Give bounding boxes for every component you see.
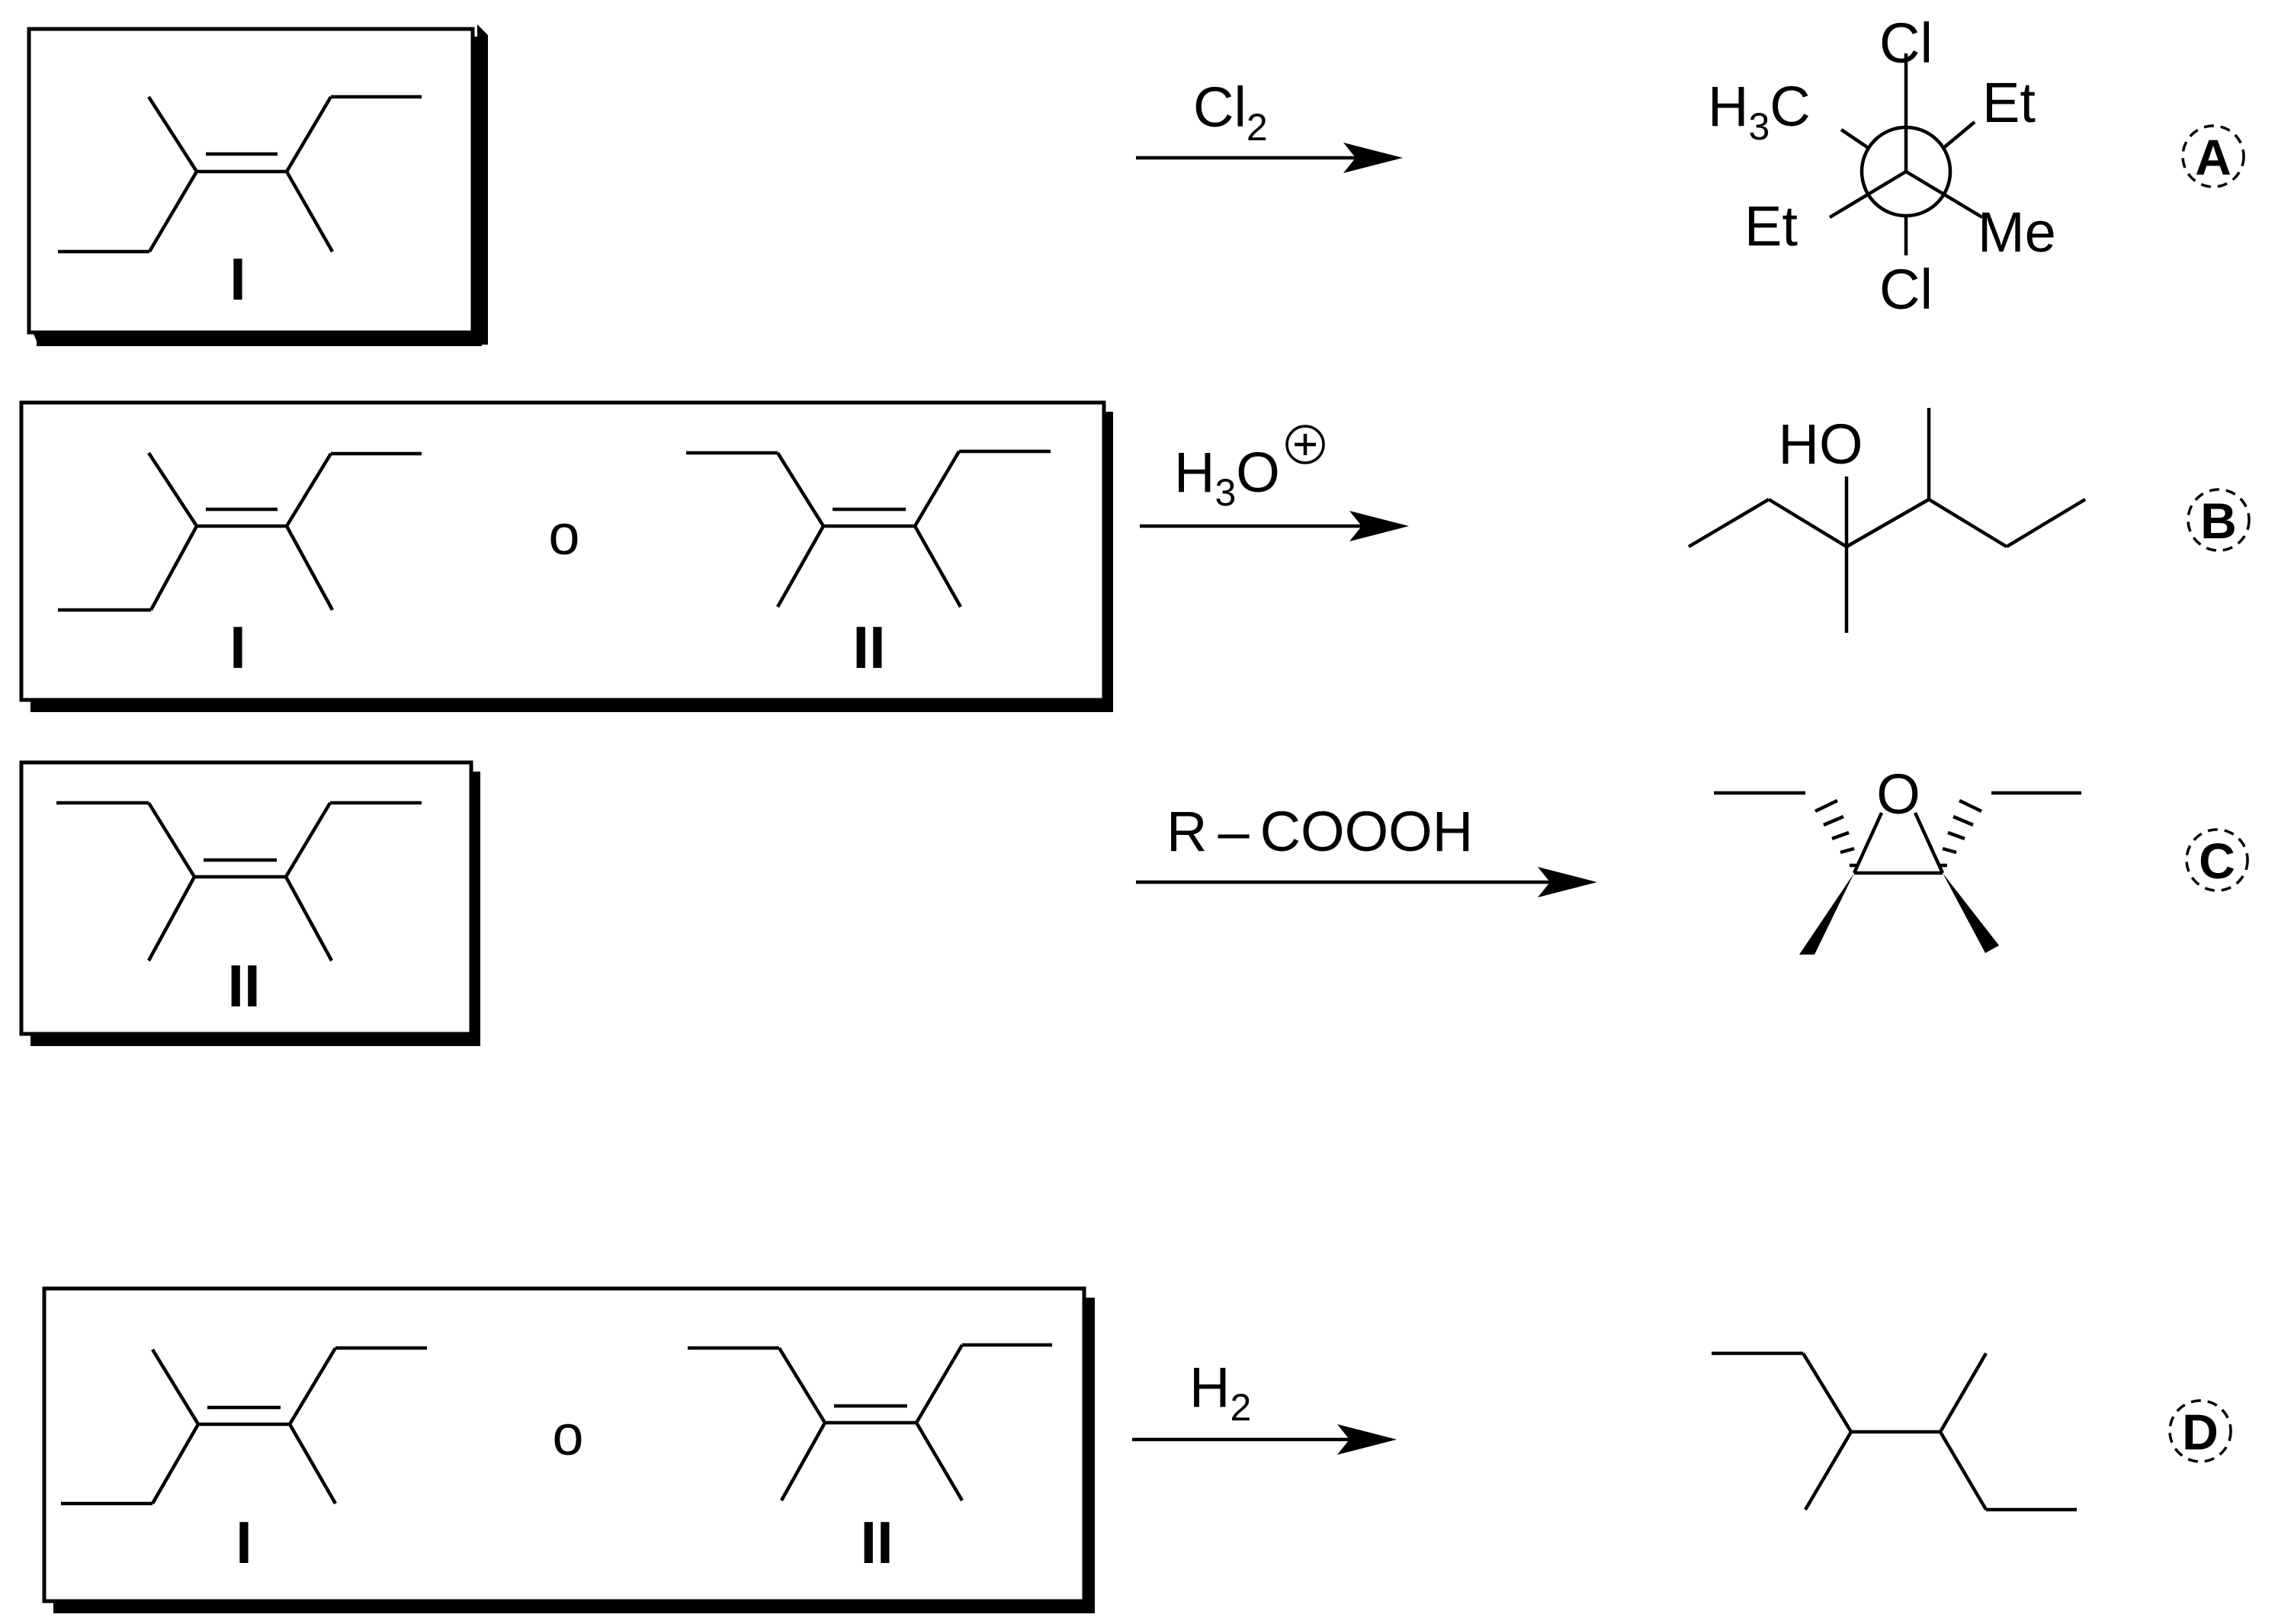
reactant-box-3: II bbox=[19, 760, 480, 1046]
product-tag-A: A bbox=[2181, 124, 2245, 188]
alkene-II-structure bbox=[686, 449, 1051, 608]
tag-letter-D: D bbox=[2182, 1404, 2219, 1460]
product-B-alcohol: HO bbox=[1687, 408, 2087, 633]
compound-label-I: I bbox=[229, 614, 246, 681]
reactant-box-2: I o II bbox=[19, 400, 1113, 712]
product-A-newman: Cl H3C Et Et Me Cl bbox=[1708, 11, 2056, 321]
box-frame bbox=[19, 400, 1106, 702]
hashed-wedge-left bbox=[1815, 798, 1859, 868]
solid-wedge-right bbox=[1943, 873, 1999, 953]
solid-wedge-left bbox=[1799, 873, 1854, 955]
reaction-row-1: I Cl2 Cl H3C Et Et Me Cl A bbox=[27, 11, 2245, 346]
substituent-bottom-left: Et bbox=[1744, 194, 1798, 258]
alkene-I-structure bbox=[58, 95, 422, 254]
box-frame bbox=[19, 760, 473, 1036]
tag-letter-B: B bbox=[2200, 493, 2237, 549]
substituent-top: Cl bbox=[1879, 11, 1933, 75]
reagent-label-2: H3O bbox=[1174, 441, 1280, 514]
product-C-epoxide: O bbox=[1714, 762, 2081, 955]
reagent-label-1: Cl2 bbox=[1193, 75, 1268, 149]
substituent-bottom: Cl bbox=[1879, 258, 1933, 321]
reactant-box-1: I bbox=[27, 24, 488, 346]
reagent-label-3: R–COOOH bbox=[1166, 800, 1473, 863]
substituent-top-right: Et bbox=[1982, 71, 2036, 134]
box-frame bbox=[42, 1286, 1086, 1603]
compound-label-I: I bbox=[236, 1509, 252, 1576]
product-tag-D: D bbox=[2168, 1399, 2232, 1463]
alkene-I-structure bbox=[61, 1346, 427, 1506]
alkene-I-structure bbox=[58, 451, 422, 612]
reagent-label-4: H2 bbox=[1189, 1356, 1251, 1429]
hydroxyl-label: HO bbox=[1779, 412, 1863, 476]
connector-or: o bbox=[548, 503, 579, 566]
reaction-arrow-1: Cl2 bbox=[1136, 75, 1403, 173]
substituent-bottom-right: Me bbox=[1978, 201, 2056, 264]
box-frame bbox=[27, 27, 475, 335]
compound-label-II: II bbox=[227, 952, 260, 1019]
compound-label-II: II bbox=[852, 614, 885, 681]
alkene-II-structure bbox=[56, 801, 422, 962]
product-D-alkane bbox=[1712, 1351, 2077, 1512]
reaction-row-3: II R–COOOH bbox=[19, 760, 2249, 1046]
reaction-arrow-4: H2 bbox=[1132, 1356, 1397, 1455]
tag-letter-C: C bbox=[2199, 833, 2235, 889]
alkene-II-structure bbox=[688, 1343, 1052, 1502]
compound-label-I: I bbox=[229, 246, 246, 313]
connector-or: o bbox=[552, 1404, 583, 1467]
reaction-arrow-2: H3O bbox=[1140, 425, 1409, 541]
reaction-arrow-3: R–COOOH bbox=[1136, 800, 1597, 897]
compound-label-II: II bbox=[860, 1509, 893, 1576]
epoxide-oxygen: O bbox=[1876, 762, 1920, 826]
product-tag-C: C bbox=[2185, 828, 2249, 892]
substituent-top-left: H3C bbox=[1708, 75, 1811, 148]
hashed-wedge-right bbox=[1938, 798, 1982, 868]
reaction-row-2: I o II H3O bbox=[19, 400, 2251, 712]
product-tag-B: B bbox=[2187, 488, 2251, 552]
reactant-box-4: I o II bbox=[42, 1286, 1095, 1613]
reaction-row-4: I o II H2 bbox=[42, 1286, 2232, 1613]
tag-letter-A: A bbox=[2195, 129, 2232, 185]
box-shadow-bottom bbox=[37, 331, 482, 346]
positive-charge-icon bbox=[1285, 425, 1325, 464]
